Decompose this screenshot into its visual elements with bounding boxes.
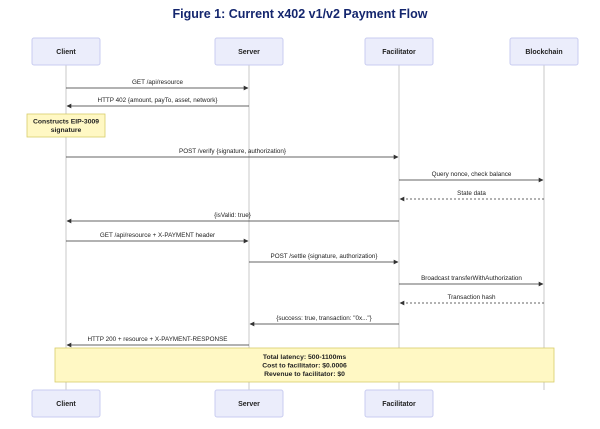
- actor-server-top: Server: [214, 37, 284, 66]
- message-label: Query nonce, check balance: [432, 171, 512, 178]
- actor-label: Client: [56, 49, 76, 56]
- message-8: POST /settle {signature, authorization}: [249, 253, 399, 265]
- message-label: POST /settle {signature, authorization}: [271, 253, 378, 260]
- actor-box: [509, 37, 579, 66]
- actor-facilitator-top: Facilitator: [364, 37, 434, 66]
- message-label: {success: true, transaction: "0x..."}: [276, 315, 371, 322]
- message-label: Broadcast transferWithAuthorization: [421, 275, 522, 282]
- actor-box: [214, 389, 284, 418]
- message-label: HTTP 402 {amount, payTo, asset, network}: [98, 97, 218, 104]
- message-5: State data: [399, 190, 544, 202]
- message-12: HTTP 200 + resource + X-PAYMENT-RESPONSE: [66, 336, 249, 348]
- actor-label: Facilitator: [382, 401, 416, 408]
- actor-box: [31, 389, 101, 418]
- actor-facilitator-bottom: Facilitator: [364, 389, 434, 418]
- note-line: Cost to facilitator: $0.0006: [262, 362, 347, 369]
- actor-blockchain-top: Blockchain: [509, 37, 579, 66]
- actor-label: Server: [238, 401, 260, 408]
- actor-client-bottom: Client: [31, 389, 101, 418]
- message-label: GET /api/resource: [132, 79, 183, 86]
- note-box: [54, 347, 555, 383]
- note-box: [26, 113, 106, 138]
- actor-box: [364, 389, 434, 418]
- actor-server-bottom: Server: [214, 389, 284, 418]
- message-label: GET /api/resource + X-PAYMENT header: [100, 232, 215, 239]
- message-4: Query nonce, check balance: [399, 171, 544, 183]
- actor-box: [364, 37, 434, 66]
- note-line: Total latency: 500-1100ms: [263, 354, 347, 361]
- actor-box: [31, 37, 101, 66]
- message-label: POST /verify {signature, authorization}: [179, 148, 286, 155]
- message-9: Broadcast transferWithAuthorization: [399, 275, 544, 287]
- message-2: HTTP 402 {amount, payTo, asset, network}: [66, 97, 249, 109]
- actor-label: Facilitator: [382, 49, 416, 56]
- actor-client-top: Client: [31, 37, 101, 66]
- message-label: State data: [457, 190, 486, 197]
- note-line: Revenue to facilitator: $0: [264, 371, 345, 378]
- message-3: POST /verify {signature, authorization}: [66, 148, 399, 160]
- message-7: GET /api/resource + X-PAYMENT header: [66, 232, 249, 244]
- message-1: GET /api/resource: [66, 79, 249, 91]
- actor-box: [214, 37, 284, 66]
- message-10: Transaction hash: [399, 294, 544, 306]
- message-label: {isValid: true}: [214, 212, 251, 219]
- message-6: {isValid: true}: [66, 212, 399, 224]
- message-label: Transaction hash: [447, 294, 496, 301]
- actor-label: Blockchain: [525, 49, 562, 56]
- actor-label: Client: [56, 401, 76, 408]
- note-line: signature: [51, 127, 82, 134]
- note-line: Constructs EIP-3009: [33, 119, 99, 126]
- message-11: {success: true, transaction: "0x..."}: [249, 315, 399, 327]
- actor-label: Server: [238, 49, 260, 56]
- message-label: HTTP 200 + resource + X-PAYMENT-RESPONSE: [88, 336, 228, 343]
- figure-title: Figure 1: Current x402 v1/v2 Payment Flo…: [172, 7, 428, 21]
